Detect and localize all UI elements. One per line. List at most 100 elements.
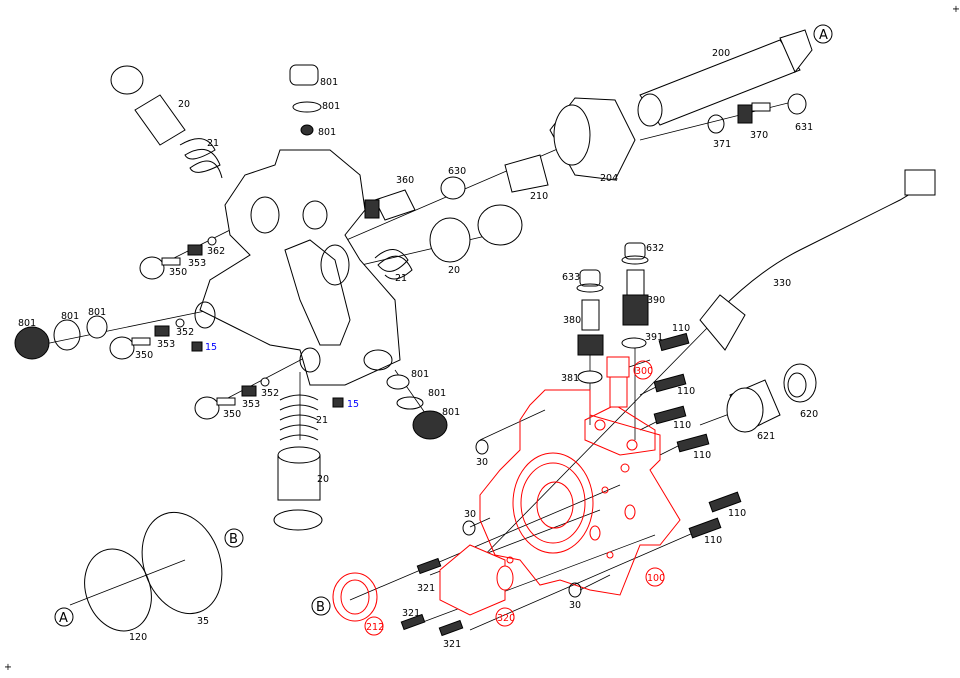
part-100-pump-housing: [479, 389, 681, 596]
part-380-sensor: [577, 299, 604, 356]
part-label: 350: [169, 267, 187, 278]
part-label: 20: [317, 474, 329, 485]
part-label: 353: [188, 258, 206, 269]
part-label: 21: [207, 138, 219, 149]
part-label: 801: [442, 407, 460, 418]
part-621-cup: [726, 379, 781, 433]
part-label: 350: [135, 350, 153, 361]
part-label: 391: [645, 332, 663, 343]
part-200-injector-body: [637, 24, 833, 127]
reference-circle-a: [813, 24, 833, 44]
part-330-sensor-cable: [699, 169, 936, 351]
part-label: 633: [562, 272, 580, 283]
part-label: 390: [647, 295, 665, 306]
part-label: 30: [476, 457, 488, 468]
part-371-ring: [707, 114, 725, 134]
part-label: 350: [223, 409, 241, 420]
reference-circle-b: [224, 528, 244, 548]
part-633-cap: [576, 269, 604, 293]
part-label: 110: [704, 535, 722, 546]
part-label: 212: [366, 622, 384, 633]
part-630-ring: [440, 176, 466, 200]
part-20-tappet-mid: [429, 204, 523, 263]
part-801-plug-right: [386, 374, 448, 440]
part-632-cap: [621, 242, 649, 265]
part-label: 381: [561, 373, 579, 384]
part-300-valve: [606, 356, 630, 408]
part-label: 371: [713, 139, 731, 150]
part-label: 801: [428, 388, 446, 399]
part-391-ring: [621, 337, 647, 349]
part-620-seal: [783, 363, 817, 403]
part-20-tappet-upper: [110, 65, 186, 146]
part-21-spring-mid: [374, 249, 413, 280]
part-label: 631: [795, 122, 813, 133]
part-label: 321: [417, 583, 435, 594]
part-label: 801: [318, 127, 336, 138]
leader-lines: [39, 99, 801, 631]
part-label: 120: [129, 632, 147, 643]
part-21-spring-lower: [279, 394, 319, 441]
part-label: 110: [693, 450, 711, 461]
part-label: 353: [157, 339, 175, 350]
callout-circle: [645, 567, 665, 587]
callout-circle: [633, 360, 653, 380]
part-label: 801: [322, 101, 340, 112]
part-label: 352: [176, 327, 194, 338]
part-801-plug-top: [289, 64, 322, 136]
part-label: 200: [712, 48, 730, 59]
part-label: 20: [448, 265, 460, 276]
part-801-plug-left: [14, 315, 108, 360]
part-212-gasket: [332, 572, 378, 622]
part-label: 300: [635, 366, 653, 377]
reference-circle-a: [54, 607, 74, 627]
part-label: 352: [261, 388, 279, 399]
part-label: 353: [242, 399, 260, 410]
part-label: 21: [316, 415, 328, 426]
part-label: 30: [464, 509, 476, 520]
part-label: 801: [88, 307, 106, 318]
part-390-valve: [622, 269, 649, 326]
o-ring-120: [84, 548, 152, 632]
part-label: 321: [443, 639, 461, 650]
part-label: 380: [563, 315, 581, 326]
reference-label: A: [819, 28, 828, 43]
part-label: 30: [569, 600, 581, 611]
part-360-fitting: [364, 189, 416, 221]
reference-label: B: [316, 600, 325, 615]
pump-head-housing: [194, 149, 401, 386]
part-label: 15: [347, 399, 359, 410]
part-label: 630: [448, 166, 466, 177]
o-ring-35: [141, 511, 223, 615]
part-labels: A 200 631 370 371 204 210 630 360 20 21 …: [18, 28, 828, 650]
part-204-nut: [549, 97, 636, 181]
part-label: 321: [402, 608, 420, 619]
part-label: 110: [673, 420, 691, 431]
part-label: 801: [18, 318, 36, 329]
part-label: 110: [677, 386, 695, 397]
part-210-sleeve: [504, 154, 549, 193]
corner-marker: +: [4, 662, 12, 673]
part-label: 801: [411, 369, 429, 380]
part-label: 370: [750, 130, 768, 141]
part-21-spring-upper: [179, 138, 223, 179]
part-label: 801: [61, 311, 79, 322]
part-label: 632: [646, 243, 664, 254]
part-320-metering-unit: [439, 544, 514, 616]
valve-group-upper: [139, 236, 217, 280]
part-label: 110: [728, 508, 746, 519]
callout-circle: [495, 607, 515, 627]
valve-group-middle: [109, 318, 203, 360]
part-label: 330: [773, 278, 791, 289]
rings-30: [462, 439, 582, 598]
part-label: 320: [497, 613, 515, 624]
part-label: 110: [672, 323, 690, 334]
part-631-cap: [787, 93, 807, 115]
part-label: 100: [647, 573, 665, 584]
part-370-fitting: [737, 102, 771, 124]
part-20-tappet-lower: [273, 446, 323, 531]
reference-label: B: [229, 532, 238, 547]
part-label: 204: [600, 173, 618, 184]
